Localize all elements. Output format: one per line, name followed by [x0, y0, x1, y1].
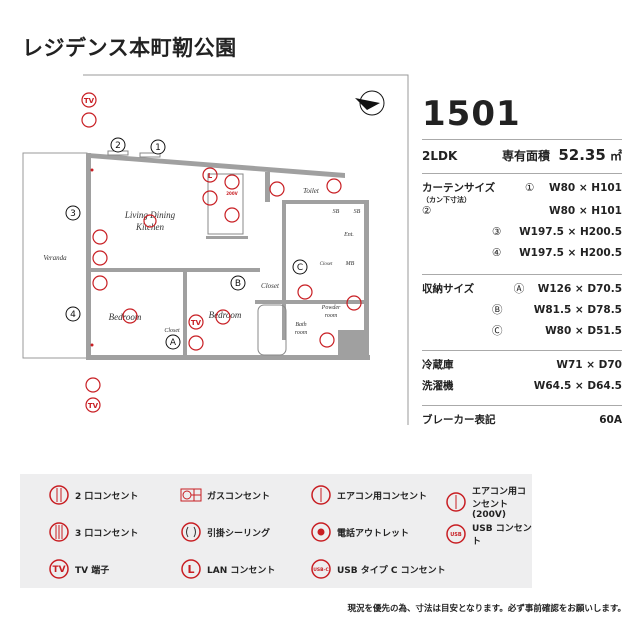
info-panel: 1501 2LDK 専有面積 52.35 ㎡ カーテンサイズ ① W80 × H10…: [422, 95, 622, 433]
storage-marker-c: C: [297, 263, 303, 273]
ac-outlet-200v-icon: [445, 491, 467, 513]
kitchen-counter: [207, 173, 244, 235]
room-label: Veranda: [43, 254, 67, 262]
room-label: Ent.: [343, 232, 354, 238]
lan-outlet-icon: L: [180, 558, 202, 580]
ac-200v-label: 200V: [226, 191, 238, 196]
curtain-marker-3: 3: [70, 209, 76, 219]
room-label: MB: [345, 261, 355, 267]
curtain-marker-2: 2: [115, 141, 121, 151]
legend: 2 口コンセント ガスコンセント エアコン用コンセント エアコン用コンセント (…: [20, 474, 532, 588]
washer-label: 洗濯機: [422, 380, 454, 392]
storage-mark: Ⓐ: [513, 283, 525, 295]
room-label: Toilet: [303, 187, 320, 195]
legend-item: 引掛シーリング: [180, 521, 270, 543]
fridge-label: 冷蔵庫: [422, 359, 454, 371]
outlet-2-icon: [48, 484, 70, 506]
storage-size: W126 × D70.5: [537, 283, 622, 295]
svg-text:USB: USB: [450, 532, 462, 538]
curtain-size: W197.5 × H200.5: [519, 247, 622, 259]
area-unit: ㎡: [609, 149, 622, 163]
room-label: Closet: [261, 282, 280, 290]
disclaimer-note: 現況を優先の為、寸法は目安となります。必ず事前確認をお願いします。: [347, 604, 626, 614]
washer-size: W64.5 × D64.5: [533, 380, 622, 392]
tv-terminal-icon: TV: [48, 558, 70, 580]
curtain-mark: ③: [492, 226, 502, 238]
outlet-3-icon: [48, 521, 70, 543]
phone-outlet-icon: [310, 521, 332, 543]
storage-marker-a: A: [170, 338, 177, 348]
room-label: room: [325, 313, 338, 319]
curtain-sub: （カン下寸法）: [422, 196, 471, 204]
gas-outlet-icon: [180, 484, 202, 506]
property-title: レジデンス本町靭公園: [22, 36, 237, 60]
storage-size: W81.5 × D78.5: [533, 304, 622, 316]
curtain-size: W80 × H101: [548, 182, 622, 194]
bathtub: [257, 304, 287, 356]
plan-frame: [83, 74, 409, 425]
storage-label: 収納サイズ: [422, 283, 475, 295]
storage-mark: Ⓒ: [492, 325, 503, 337]
ac-outlet-icon: [310, 484, 332, 506]
curtain-label: カーテンサイズ: [422, 182, 496, 194]
room-label: SB: [333, 209, 340, 215]
curtain-mark: ①: [524, 182, 535, 194]
tv-icon: TV: [191, 319, 202, 327]
legend-item: 電話アウトレット: [310, 521, 409, 543]
fridge-size: W71 × D70: [556, 359, 622, 371]
breaker-label: ブレーカー表記: [422, 414, 496, 426]
curtain-marker-4: 4: [70, 310, 76, 320]
room-label: Bedroom: [209, 310, 242, 320]
legend-item: 3 口コンセント: [48, 521, 138, 543]
storage-marker-b: B: [235, 279, 241, 289]
legend-item: エアコン用コンセント: [310, 484, 427, 506]
legend-item: ガスコンセント: [180, 484, 270, 506]
window-1: [139, 152, 161, 158]
unit-number: 1501: [422, 94, 521, 134]
svg-text:L: L: [187, 563, 194, 576]
compass-icon: [355, 90, 385, 116]
usb-outlet-icon: USB: [445, 523, 467, 545]
floor-plan: Living Dining Kitchen Veranda Bedroom Be…: [22, 74, 409, 425]
outlet-icons: [81, 92, 362, 413]
curtain-marker-1: 1: [155, 143, 161, 153]
room-label: Bedroom: [109, 312, 142, 322]
svg-text:TV: TV: [52, 565, 65, 575]
room-label: room: [295, 330, 308, 336]
curtain-mark: ②: [422, 205, 432, 217]
svg-text:USB-C: USB-C: [313, 567, 329, 573]
legend-item: 2 口コンセント: [48, 484, 138, 506]
ceiling-hook-icon: [180, 521, 202, 543]
walls: [86, 153, 370, 360]
breaker-value: 60A: [599, 414, 622, 426]
curtain-size: W80 × H101: [548, 205, 622, 217]
legend-item: エアコン用コンセント (200V): [445, 484, 532, 520]
curtain-size: W197.5 × H200.5: [519, 226, 622, 238]
storage-mark: Ⓑ: [492, 304, 503, 316]
layout-type: 2LDK: [422, 149, 458, 163]
room-label: Powder: [321, 305, 341, 311]
lan-icon: L: [208, 172, 213, 180]
room-label: Bath: [295, 322, 306, 328]
room-label: SB: [354, 209, 361, 215]
tv-icon: TV: [88, 402, 99, 410]
area-value: 52.35: [558, 146, 606, 164]
curtain-mark: ④: [492, 247, 502, 259]
room-label: Closet: [320, 262, 333, 267]
storage-size: W80 × D51.5: [545, 325, 622, 337]
room-label: Closet: [164, 328, 180, 334]
tv-icon: TV: [84, 97, 95, 105]
area-label: 専有面積: [501, 149, 550, 163]
usb-c-outlet-icon: USB-C: [310, 558, 332, 580]
